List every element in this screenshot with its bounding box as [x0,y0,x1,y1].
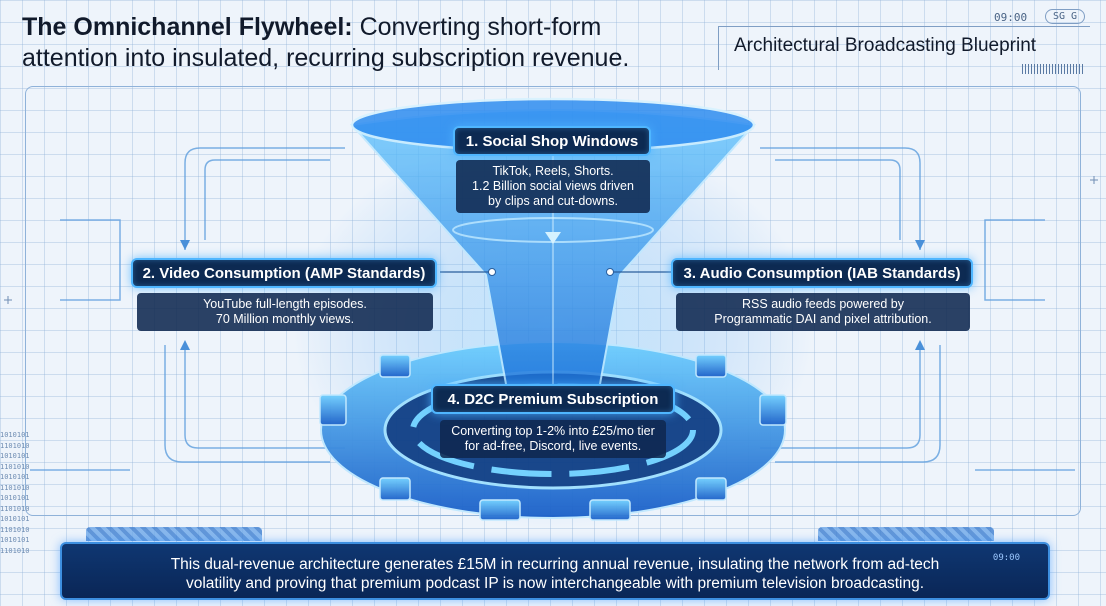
node-4-line: Converting top 1-2% into £25/mo tier [451,424,655,438]
node-2-line: 70 Million monthly views. [215,312,355,326]
node-1-line: by clips and cut-downs. [488,194,618,208]
page-title-subtitle: Converting short-form attention into ins… [22,13,630,72]
blueprint-header: 09:00 SG G Architectural Broadcasting Bl… [718,8,1098,74]
summary-line: This dual-revenue architecture generates… [170,556,940,573]
circuit-traces [30,147,1075,471]
node-3-line: Programmatic DAI and pixel attribution. [714,312,932,326]
barcode-decoration [1022,64,1084,74]
node-3-line: RSS audio feeds powered by [742,297,904,311]
node-video-consumption-desc: YouTube full-length episodes. 70 Million… [137,293,433,331]
node-4-line: for ad-free, Discord, live events. [464,439,642,453]
node-audio-consumption-desc: RSS audio feeds powered by Programmatic … [676,293,970,331]
funnel-icon [350,97,756,396]
summary-line: volatility and proving that premium podc… [185,575,925,592]
crosshair-markers [4,176,1098,304]
node-2-line: YouTube full-length episodes. [203,297,367,311]
footer-time: 09:00 [992,553,1020,563]
node-1-line: 1.2 Billion social views driven [472,179,634,193]
node-d2c-subscription-title: 4. D2C Premium Subscription [431,384,675,414]
header-frame [718,26,1090,70]
flow-arrows [180,240,925,350]
connector-dot [606,268,614,276]
header-code-badge: SG G [1045,9,1086,24]
node-d2c-subscription-desc: Converting top 1-2% into £25/mo tier for… [440,420,666,458]
node-video-consumption-title: 2. Video Consumption (AMP Standards) [131,258,437,288]
summary-banner: 09:00 This dual-revenue architecture gen… [60,542,1050,600]
node-social-shop-windows-title: 1. Social Shop Windows [453,126,651,156]
page-title-bold: The Omnichannel Flywheel: [22,13,353,41]
footer-tab-right [818,527,994,541]
page-title: The Omnichannel Flywheel: Converting sho… [22,12,702,74]
blueprint-title: Architectural Broadcasting Blueprint [734,35,1037,56]
binary-decoration: 1010101 1101010 1010101 1101010 1010101 … [0,431,30,555]
node-audio-consumption-title: 3. Audio Consumption (IAB Standards) [671,258,973,288]
connector-dot [488,268,496,276]
node-1-line: TikTok, Reels, Shorts. [492,164,614,178]
node-social-shop-windows-desc: TikTok, Reels, Shorts. 1.2 Billion socia… [456,160,650,213]
header-time: 09:00 [994,11,1028,24]
footer-tab-left [86,527,262,541]
